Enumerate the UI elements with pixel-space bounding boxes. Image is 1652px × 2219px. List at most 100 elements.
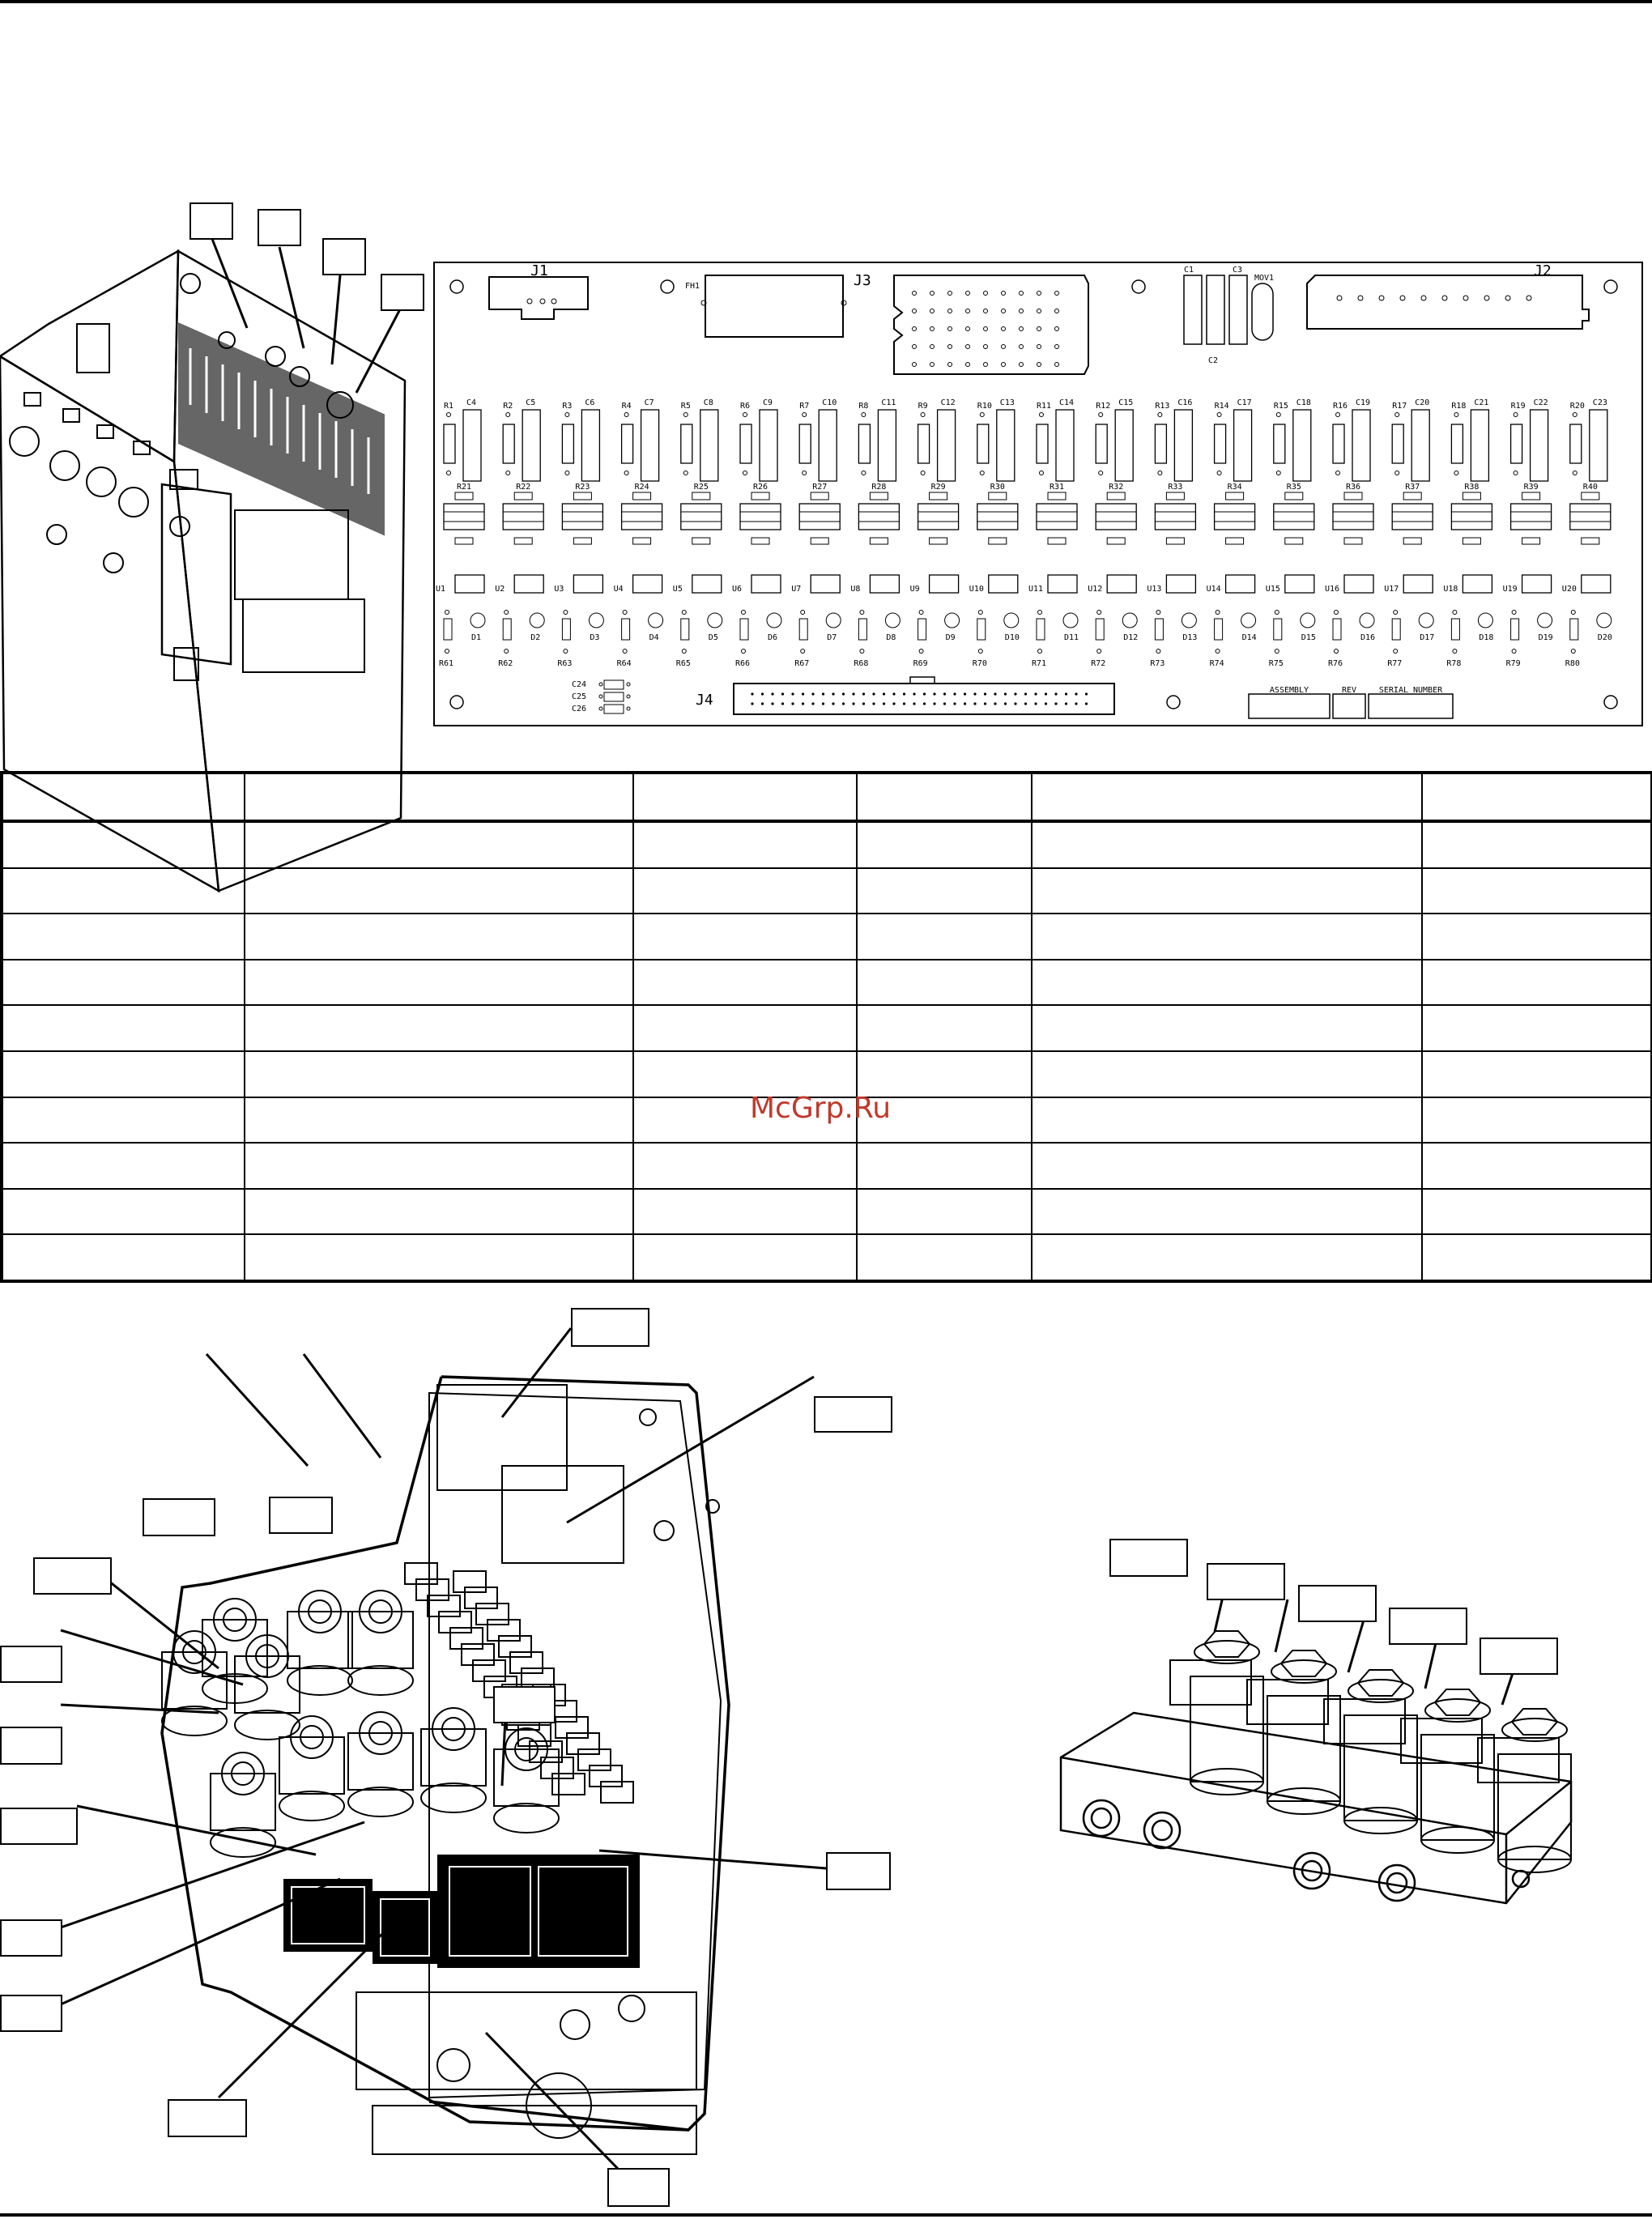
table-row (1, 1142, 1652, 1190)
label-u11: U11 (1028, 585, 1043, 594)
label-d18: D18 (1479, 633, 1493, 642)
label-r38: R38 (1464, 483, 1479, 492)
label-r7: R7 (799, 402, 809, 411)
table-row (1, 958, 1652, 1007)
label-r30: R30 (990, 483, 1005, 492)
label-u20: U20 (1562, 585, 1577, 594)
connector-j3 (893, 275, 1089, 375)
label-d10: D10 (1005, 633, 1020, 642)
label-d11: D11 (1064, 633, 1079, 642)
label-r31: R31 (1050, 483, 1064, 492)
label-u4: U4 (614, 585, 624, 594)
label-r2: R2 (503, 402, 513, 411)
label-serial-number: SERIAL NUMBER (1379, 686, 1443, 695)
label-r73: R73 (1150, 659, 1164, 668)
label-c11: C11 (881, 398, 896, 407)
label-c7: C7 (645, 398, 654, 407)
label-r24: R24 (635, 483, 649, 492)
label-r9: R9 (918, 402, 928, 411)
callout-box (322, 238, 366, 275)
label-r40: R40 (1583, 483, 1598, 492)
table-row (1, 820, 1652, 869)
callout-box (269, 1497, 333, 1534)
label-r19: R19 (1511, 402, 1526, 411)
connector-j2 (1306, 275, 1590, 330)
label-r12: R12 (1096, 402, 1110, 411)
label-c6: C6 (585, 398, 594, 407)
label-r27: R27 (812, 483, 827, 492)
callout-box (0, 1995, 62, 2032)
label-c12: C12 (941, 398, 956, 407)
label-r6: R6 (740, 402, 750, 411)
label-r37: R37 (1405, 483, 1420, 492)
callout-box (493, 1686, 556, 1723)
label-c5: C5 (526, 398, 535, 407)
label-j3: J3 (854, 272, 871, 289)
label-r63: R63 (557, 659, 572, 668)
label-u10: U10 (969, 585, 984, 594)
label-r64: R64 (617, 659, 632, 668)
label-r72: R72 (1091, 659, 1105, 668)
label-r69: R69 (913, 659, 928, 668)
label-c16: C16 (1177, 398, 1192, 407)
label-c4: C4 (466, 398, 476, 407)
label-d3: D3 (590, 633, 599, 642)
label-r18: R18 (1451, 402, 1466, 411)
label-r78: R78 (1446, 659, 1461, 668)
connector-j4 (733, 683, 1115, 715)
callout-box (33, 1557, 112, 1595)
label-r62: R62 (498, 659, 513, 668)
table-row (1, 1187, 1652, 1236)
label-r34: R34 (1228, 483, 1242, 492)
label-r26: R26 (753, 483, 768, 492)
label-r15: R15 (1274, 402, 1288, 411)
label-c18: C18 (1296, 398, 1311, 407)
label-r20: R20 (1570, 402, 1585, 411)
label-r16: R16 (1333, 402, 1348, 411)
label-r75: R75 (1269, 659, 1284, 668)
callout-box (0, 1727, 62, 1765)
label-j1: J1 (530, 262, 548, 279)
watermark: McGrp.Ru (750, 1092, 892, 1125)
callout-box (381, 274, 424, 311)
label-u14: U14 (1207, 585, 1221, 594)
label-r32: R32 (1109, 483, 1123, 492)
table-header-row (1, 772, 1652, 823)
label-u6: U6 (732, 585, 742, 594)
label-r5: R5 (681, 402, 691, 411)
label-r8: R8 (858, 402, 868, 411)
callout-box (189, 202, 233, 240)
label-c17: C17 (1237, 398, 1252, 407)
callout-box (1298, 1585, 1377, 1622)
label-r71: R71 (1032, 659, 1046, 668)
label-d8: D8 (886, 633, 896, 642)
label-c23: C23 (1593, 398, 1607, 407)
label-r3: R3 (562, 402, 572, 411)
label-r17: R17 (1392, 402, 1407, 411)
label-r29: R29 (931, 483, 946, 492)
label-c21: C21 (1474, 398, 1488, 407)
callout-box (1109, 1539, 1188, 1577)
label-d2: D2 (530, 633, 540, 642)
label-r35: R35 (1287, 483, 1301, 492)
label-u8: U8 (850, 585, 860, 594)
label-d20: D20 (1598, 633, 1612, 642)
label-r14: R14 (1215, 402, 1229, 411)
callout-box (814, 1396, 892, 1433)
callout-box (826, 1852, 891, 1890)
top-rule (0, 0, 1652, 3)
label-d12: D12 (1123, 633, 1138, 642)
label-u7: U7 (791, 585, 801, 594)
table-row (1, 1050, 1652, 1098)
label-c14: C14 (1059, 398, 1074, 407)
label-d1: D1 (471, 633, 481, 642)
label-r67: R67 (794, 659, 809, 668)
label-u16: U16 (1325, 585, 1339, 594)
label-r36: R36 (1346, 483, 1360, 492)
label-d13: D13 (1182, 633, 1197, 642)
label-r23: R23 (575, 483, 590, 492)
label-d6: D6 (768, 633, 777, 642)
label-c1: C1 (1184, 266, 1194, 275)
label-u17: U17 (1384, 585, 1399, 594)
label-rev: REV (1342, 686, 1356, 695)
